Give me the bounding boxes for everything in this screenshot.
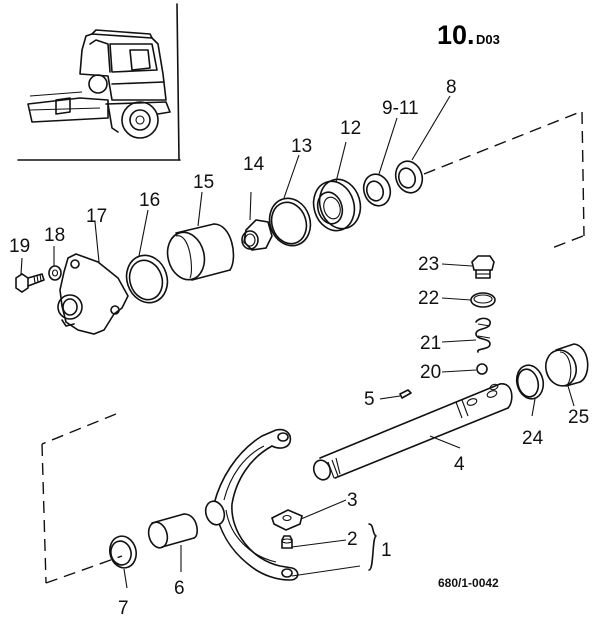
part-22-sealing-ring xyxy=(470,292,496,308)
label-20-visible: 20 xyxy=(420,362,441,383)
label-15: 15 xyxy=(193,172,214,193)
label-24: 24 xyxy=(522,428,544,449)
part-19-bolt xyxy=(15,273,45,293)
label-12: 12 xyxy=(340,118,361,139)
truck-icon xyxy=(27,29,171,139)
part-23-plug-screw xyxy=(471,255,495,279)
label-5: 5 xyxy=(364,389,375,410)
diagram-title: 10. xyxy=(437,20,475,50)
part-8-seal-ring xyxy=(394,160,424,194)
part-15-sleeve xyxy=(166,223,235,281)
label-6: 6 xyxy=(174,578,185,599)
part-20-ball xyxy=(476,363,488,375)
label-16: 16 xyxy=(139,190,160,211)
label-2: 2 xyxy=(347,529,358,550)
part-24-seal-ring xyxy=(515,364,545,400)
label-19: 19 xyxy=(9,236,30,257)
label-8: 8 xyxy=(446,77,457,98)
label-23: 23 xyxy=(418,254,439,275)
part-25-end-cap xyxy=(545,343,589,387)
assembly-boundary-upper xyxy=(423,111,585,249)
part-labels: 19 18 17 16 15 14 13 12 9-11 8 23 22 21 … xyxy=(9,77,589,619)
label-18: 18 xyxy=(44,225,65,246)
label-25: 25 xyxy=(568,407,589,428)
inset-truck-thumbnail xyxy=(17,3,181,161)
assembly-boundary-lower xyxy=(41,413,123,584)
label-7: 7 xyxy=(118,598,129,619)
label-14: 14 xyxy=(243,154,265,175)
part-17-cover xyxy=(57,253,129,335)
label-17: 17 xyxy=(86,206,107,227)
label-1: 1 xyxy=(381,540,392,561)
part-14-nut xyxy=(241,219,273,251)
part-2-pin xyxy=(281,535,293,549)
label-13: 13 xyxy=(291,136,312,157)
leader-lines xyxy=(20,95,575,589)
label-21: 21 xyxy=(420,333,441,354)
label-3: 3 xyxy=(347,490,358,511)
label-4: 4 xyxy=(454,454,465,475)
part-21-spring xyxy=(475,317,491,353)
part-7-seal-ring xyxy=(109,535,137,569)
part-18-lock-washer xyxy=(48,265,62,281)
part-16-gasket-ring xyxy=(125,254,169,304)
part-3-lock-plate xyxy=(271,509,303,531)
part-13-o-ring xyxy=(268,197,312,247)
drawing-reference-code: 680/1-0042 xyxy=(438,576,499,590)
label-9-11: 9-11 xyxy=(382,98,419,119)
part-1-shift-fork xyxy=(204,428,299,581)
diagram-title-suffix: D03 xyxy=(476,32,500,47)
part-4-shift-rail xyxy=(312,383,513,481)
label-22: 22 xyxy=(418,288,439,309)
part-6-bushing xyxy=(147,513,198,549)
part-9-11-shims xyxy=(362,173,392,207)
part-12-bearing xyxy=(312,178,362,232)
part-5-roll-pin xyxy=(399,389,412,399)
